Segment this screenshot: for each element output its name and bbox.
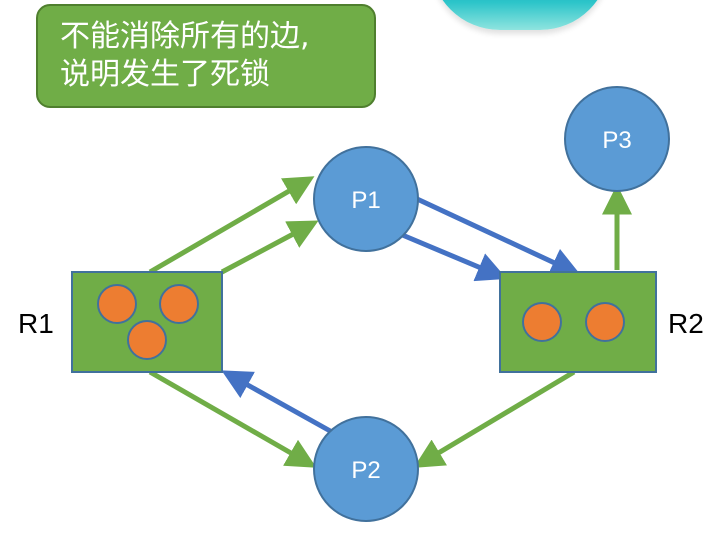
- edge-r1-to-p2: [148, 369, 317, 468]
- label-r1: R1: [18, 308, 54, 339]
- label-p3: P3: [602, 127, 631, 154]
- callout-line-2: 说明发生了死锁: [60, 57, 270, 92]
- label-p1: P1: [351, 187, 380, 214]
- edge-p2-to-r1: [221, 370, 334, 435]
- resource-r2: [499, 271, 657, 373]
- process-p1: P1: [313, 146, 419, 252]
- callout-line-1: 不能消除所有的边,: [60, 19, 310, 54]
- r2-instance-1: [522, 302, 562, 342]
- edge-r2-to-p2: [413, 369, 576, 468]
- deadlock-callout: 不能消除所有的边, 说明发生了死锁: [36, 4, 376, 108]
- label-r2: R2: [668, 308, 704, 339]
- process-p3: P3: [564, 86, 670, 192]
- r1-instance-1: [97, 284, 137, 324]
- edge-r1-to-p1-a: [148, 176, 315, 275]
- r2-instance-2: [585, 302, 625, 342]
- process-p2: P2: [313, 416, 419, 522]
- edge-p1-to-r2-b: [399, 231, 507, 282]
- edge-p1-to-r2-a: [413, 195, 581, 277]
- resource-r1: [71, 271, 223, 373]
- edge-r1-to-p1-b: [220, 220, 319, 275]
- label-p2: P2: [351, 457, 380, 484]
- r1-instance-2: [159, 284, 199, 324]
- r1-instance-3: [127, 320, 167, 360]
